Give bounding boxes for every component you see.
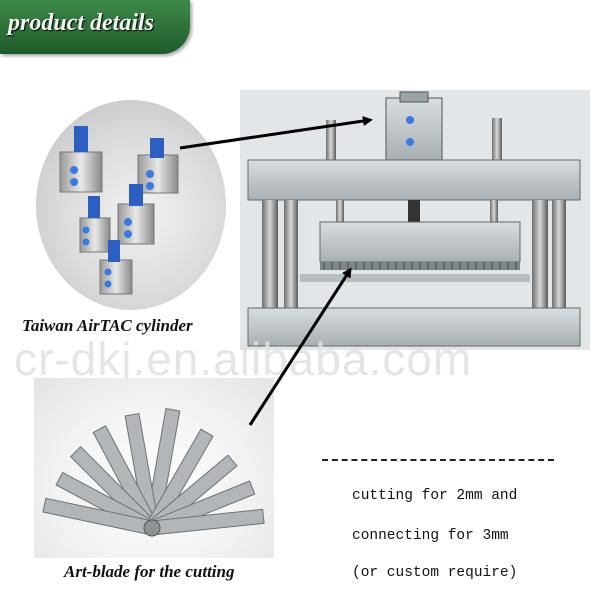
spec-line-2: connecting for 3mm bbox=[352, 528, 509, 544]
cylinder-caption: Taiwan AirTAC cylinder bbox=[22, 316, 193, 335]
art-blade-fan-illustration bbox=[42, 408, 265, 537]
cylinder-photo bbox=[36, 100, 226, 310]
spec-line-3: (or custom require) bbox=[352, 565, 518, 581]
blade-photo bbox=[34, 378, 274, 558]
cylinder-illustration bbox=[59, 126, 179, 295]
banner-title: product details bbox=[8, 10, 155, 36]
product-details-banner: product details bbox=[0, 0, 190, 54]
watermark: cr-dkj.en.alibaba.com bbox=[14, 333, 473, 385]
spec-line-1: cutting for 2mm and bbox=[352, 488, 518, 504]
press-machine-illustration bbox=[240, 90, 590, 350]
dashed-divider bbox=[322, 459, 554, 461]
machine-photo bbox=[240, 90, 590, 350]
blade-caption: Art-blade for the cutting bbox=[64, 562, 235, 581]
